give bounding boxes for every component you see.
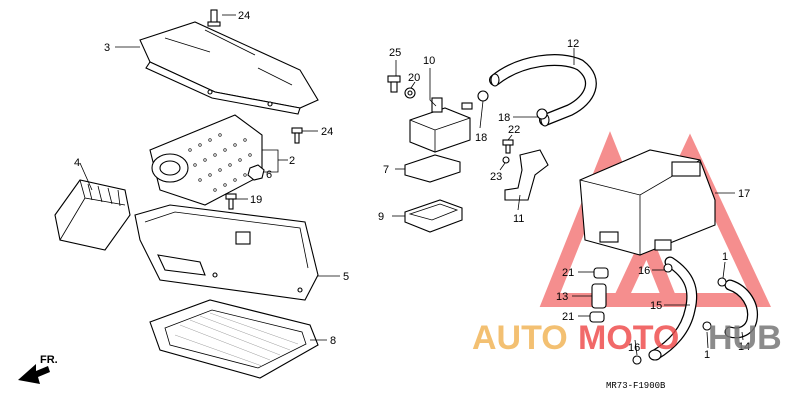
front-direction-label: FR. [40,354,58,366]
callout-18-a: 18 [475,132,487,144]
callout-7: 7 [383,164,389,176]
hose-14 [724,279,759,339]
bolt-19 [225,193,237,210]
callout-22: 22 [508,124,520,136]
clip-21-a [593,267,609,279]
callout-1-b: 1 [704,349,710,361]
watermark-part-3: HUB [708,319,782,357]
callout-labels: 24 3 24 2 6 4 19 5 8 25 10 20 12 18 18 2… [74,10,750,361]
clip-18-a [477,90,489,102]
callout-17: 17 [738,188,750,200]
callout-1-a: 1 [722,251,728,263]
callout-10: 10 [423,55,435,67]
callout-13: 13 [556,291,568,303]
watermark-part-2: MOTO [578,319,679,357]
bracket-11 [504,149,549,201]
bolt-24-top [207,9,221,27]
callout-2: 2 [289,155,295,167]
air-filter-element [149,114,263,206]
watermark-part-1: AUTO [472,319,568,357]
callout-21-b: 21 [562,311,574,323]
callout-18-b: 18 [498,112,510,124]
canister-17 [579,149,716,256]
valve-10 [409,97,473,153]
callout-9: 9 [378,211,384,223]
air-cleaner-case [134,204,319,301]
washer-23 [502,156,510,164]
callout-24-right: 24 [321,126,333,138]
grommet-20 [404,87,416,99]
holder-9 [404,199,463,233]
leader-lines [79,14,744,356]
clip-16-a [663,263,673,273]
callout-12: 12 [567,38,579,50]
bolt-22 [502,139,514,154]
callout-5: 5 [343,271,349,283]
air-cleaner-cover [139,21,319,115]
hose-13 [591,283,607,309]
callout-15: 15 [650,300,662,312]
callout-23: 23 [490,171,502,183]
clip-16-b [632,355,642,365]
bolt-25 [387,75,401,93]
callout-21-a: 21 [562,267,574,279]
bolt-24-right [291,127,303,144]
clip-18-b [536,108,548,120]
callout-3: 3 [104,42,110,54]
callout-19: 19 [250,194,262,206]
callout-20: 20 [408,72,420,84]
callout-24-top: 24 [238,10,250,22]
hose-15 [648,256,698,361]
callout-11: 11 [513,213,524,225]
callout-16-a: 16 [638,265,650,277]
nut-6 [247,164,265,181]
callout-6: 6 [266,169,272,181]
clip-1-a [717,277,727,287]
callout-16-b: 16 [628,342,640,354]
clip-21-b [589,311,605,323]
diagram-code: MR73-F1900B [606,381,666,391]
callout-4: 4 [74,157,80,169]
clip-1-b [702,321,712,331]
bottom-plate [149,299,319,379]
callout-25: 25 [389,47,401,59]
front-direction-arrow [18,364,50,384]
callout-8: 8 [330,335,336,347]
watermark-text: AUTO MOTO HUB [472,319,782,357]
pad-7 [404,154,461,183]
callout-14: 14 [738,341,750,353]
intake-duct [54,179,131,251]
